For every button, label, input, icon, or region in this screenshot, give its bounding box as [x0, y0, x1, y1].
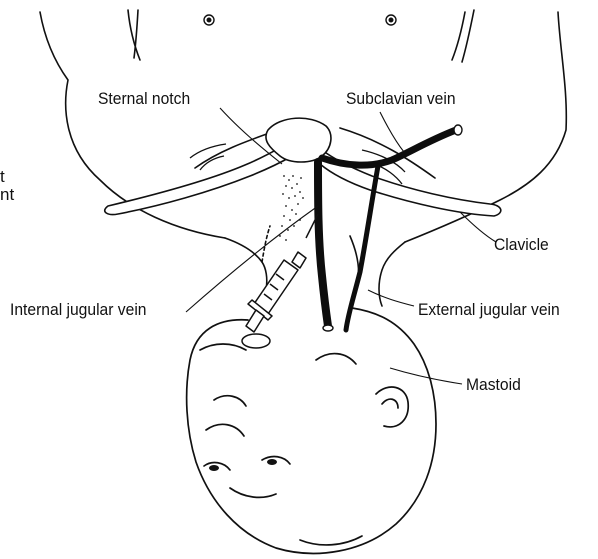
left-thoracic-curve	[190, 144, 226, 158]
subclavian-vein-end	[454, 125, 462, 135]
face-shading	[209, 459, 277, 471]
left-eye-pupil	[209, 465, 219, 471]
label-mastoid: Mastoid	[466, 376, 521, 393]
head-detail	[316, 354, 356, 364]
leader-lines	[186, 108, 496, 384]
external-jugular-vein	[346, 166, 378, 330]
ear-inner	[382, 399, 398, 408]
syringe-hub	[292, 252, 306, 268]
leader-external-jugular	[368, 290, 414, 306]
head-outline	[187, 308, 436, 553]
syringe-plunger	[246, 310, 264, 332]
hair-line	[300, 536, 362, 545]
edge-fragment-1: t	[0, 168, 5, 185]
chin-line	[200, 344, 246, 350]
subclavian-vein	[322, 130, 456, 165]
internal-jugular-end	[323, 325, 333, 331]
nipples	[204, 15, 396, 25]
right-arm-line	[452, 12, 465, 60]
left-clavicle	[105, 145, 292, 215]
face-fold-2	[230, 488, 276, 497]
syringe-plunger-cap	[242, 334, 270, 348]
label-subclavian-vein: Subclavian vein	[346, 90, 456, 107]
face-fold-3	[214, 396, 246, 406]
leader-mastoid	[390, 368, 462, 384]
label-internal-jugular-vein: Internal jugular vein	[10, 301, 147, 318]
neck-inner-line	[262, 226, 270, 262]
label-external-jugular-vein: External jugular vein	[418, 301, 560, 318]
right-nipple-center	[389, 18, 393, 22]
neck-left-edge	[225, 238, 267, 290]
right-clavicle	[320, 150, 501, 216]
label-clavicle: Clavicle	[494, 236, 549, 253]
internal-jugular-vein	[318, 162, 328, 326]
syringe-barrel	[254, 260, 298, 314]
edge-fragment-2: nt	[0, 186, 14, 203]
label-sternal-notch: Sternal notch	[98, 90, 190, 107]
face-fold-1	[206, 424, 244, 436]
left-nipple-center	[207, 18, 211, 22]
sternal-notch-stipple	[279, 175, 304, 241]
right-eye-pupil	[267, 459, 277, 465]
ear	[376, 387, 408, 427]
